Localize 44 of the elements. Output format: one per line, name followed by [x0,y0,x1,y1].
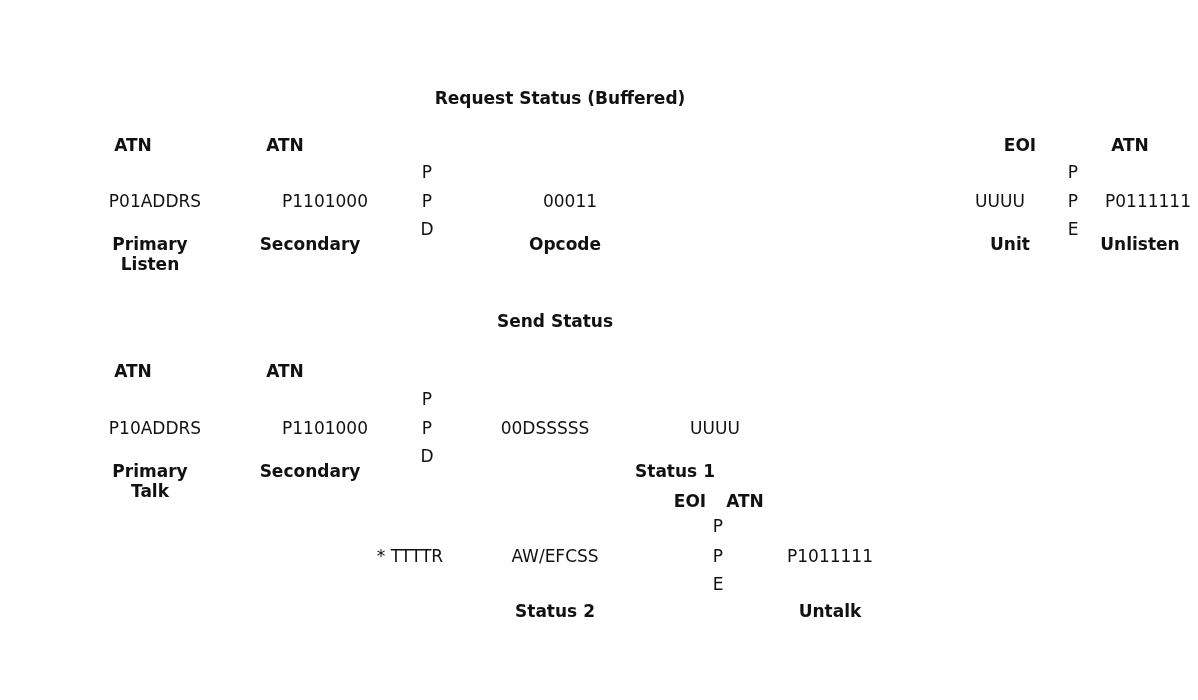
bit-pattern: 00DSSSSS [500,418,590,438]
bit-letter: P [421,191,433,211]
control-line-label: ATN [114,135,152,155]
bit-pattern: P10ADDRS [108,418,202,438]
byte-name: Unlisten [1100,234,1180,254]
section-heading: Request Status (Buffered) [434,88,686,108]
bit-letter: P [1067,191,1079,211]
bit-pattern: P1101000 [282,418,368,438]
bit-pattern: P1101000 [282,191,368,211]
bit-pattern: UUUU [690,418,740,438]
bit-letter: P [421,162,433,182]
bit-pattern: UUUU [975,191,1025,211]
byte-name: Primary Listen [111,234,189,274]
byte-name: Unit [990,234,1030,254]
byte-name: Status 2 [515,601,595,621]
bit-letter: P [712,546,724,566]
bit-letter: P [712,516,724,536]
byte-name: Untalk [798,601,862,621]
bit-letter: E [712,574,724,594]
control-line-label: ATN [266,361,304,381]
control-line-label: ATN [726,491,764,511]
bit-letter: P [421,389,433,409]
byte-name: Opcode [528,234,602,254]
bit-letter: P [1067,162,1079,182]
section-heading: Send Status [496,311,614,331]
control-line-label: EOI [673,491,707,511]
byte-name: Secondary [259,461,361,481]
control-line-label: ATN [266,135,304,155]
bit-letter: D [420,219,434,239]
control-line-label: ATN [1111,135,1149,155]
control-line-label: EOI [1003,135,1037,155]
byte-name: Primary Talk [111,461,189,501]
control-line-label: ATN [114,361,152,381]
bit-pattern: * TTTTR [376,546,444,566]
bit-pattern: AW/EFCSS [511,546,599,566]
byte-name: Secondary [259,234,361,254]
bit-letter: P [421,418,433,438]
bit-pattern: 00011 [542,191,598,211]
bit-pattern: P0111111 [1105,191,1191,211]
bit-pattern: P1011111 [787,546,873,566]
bit-letter: D [420,446,434,466]
bit-letter: E [1067,219,1079,239]
bit-pattern: P01ADDRS [108,191,202,211]
byte-name: Status 1 [635,461,715,481]
